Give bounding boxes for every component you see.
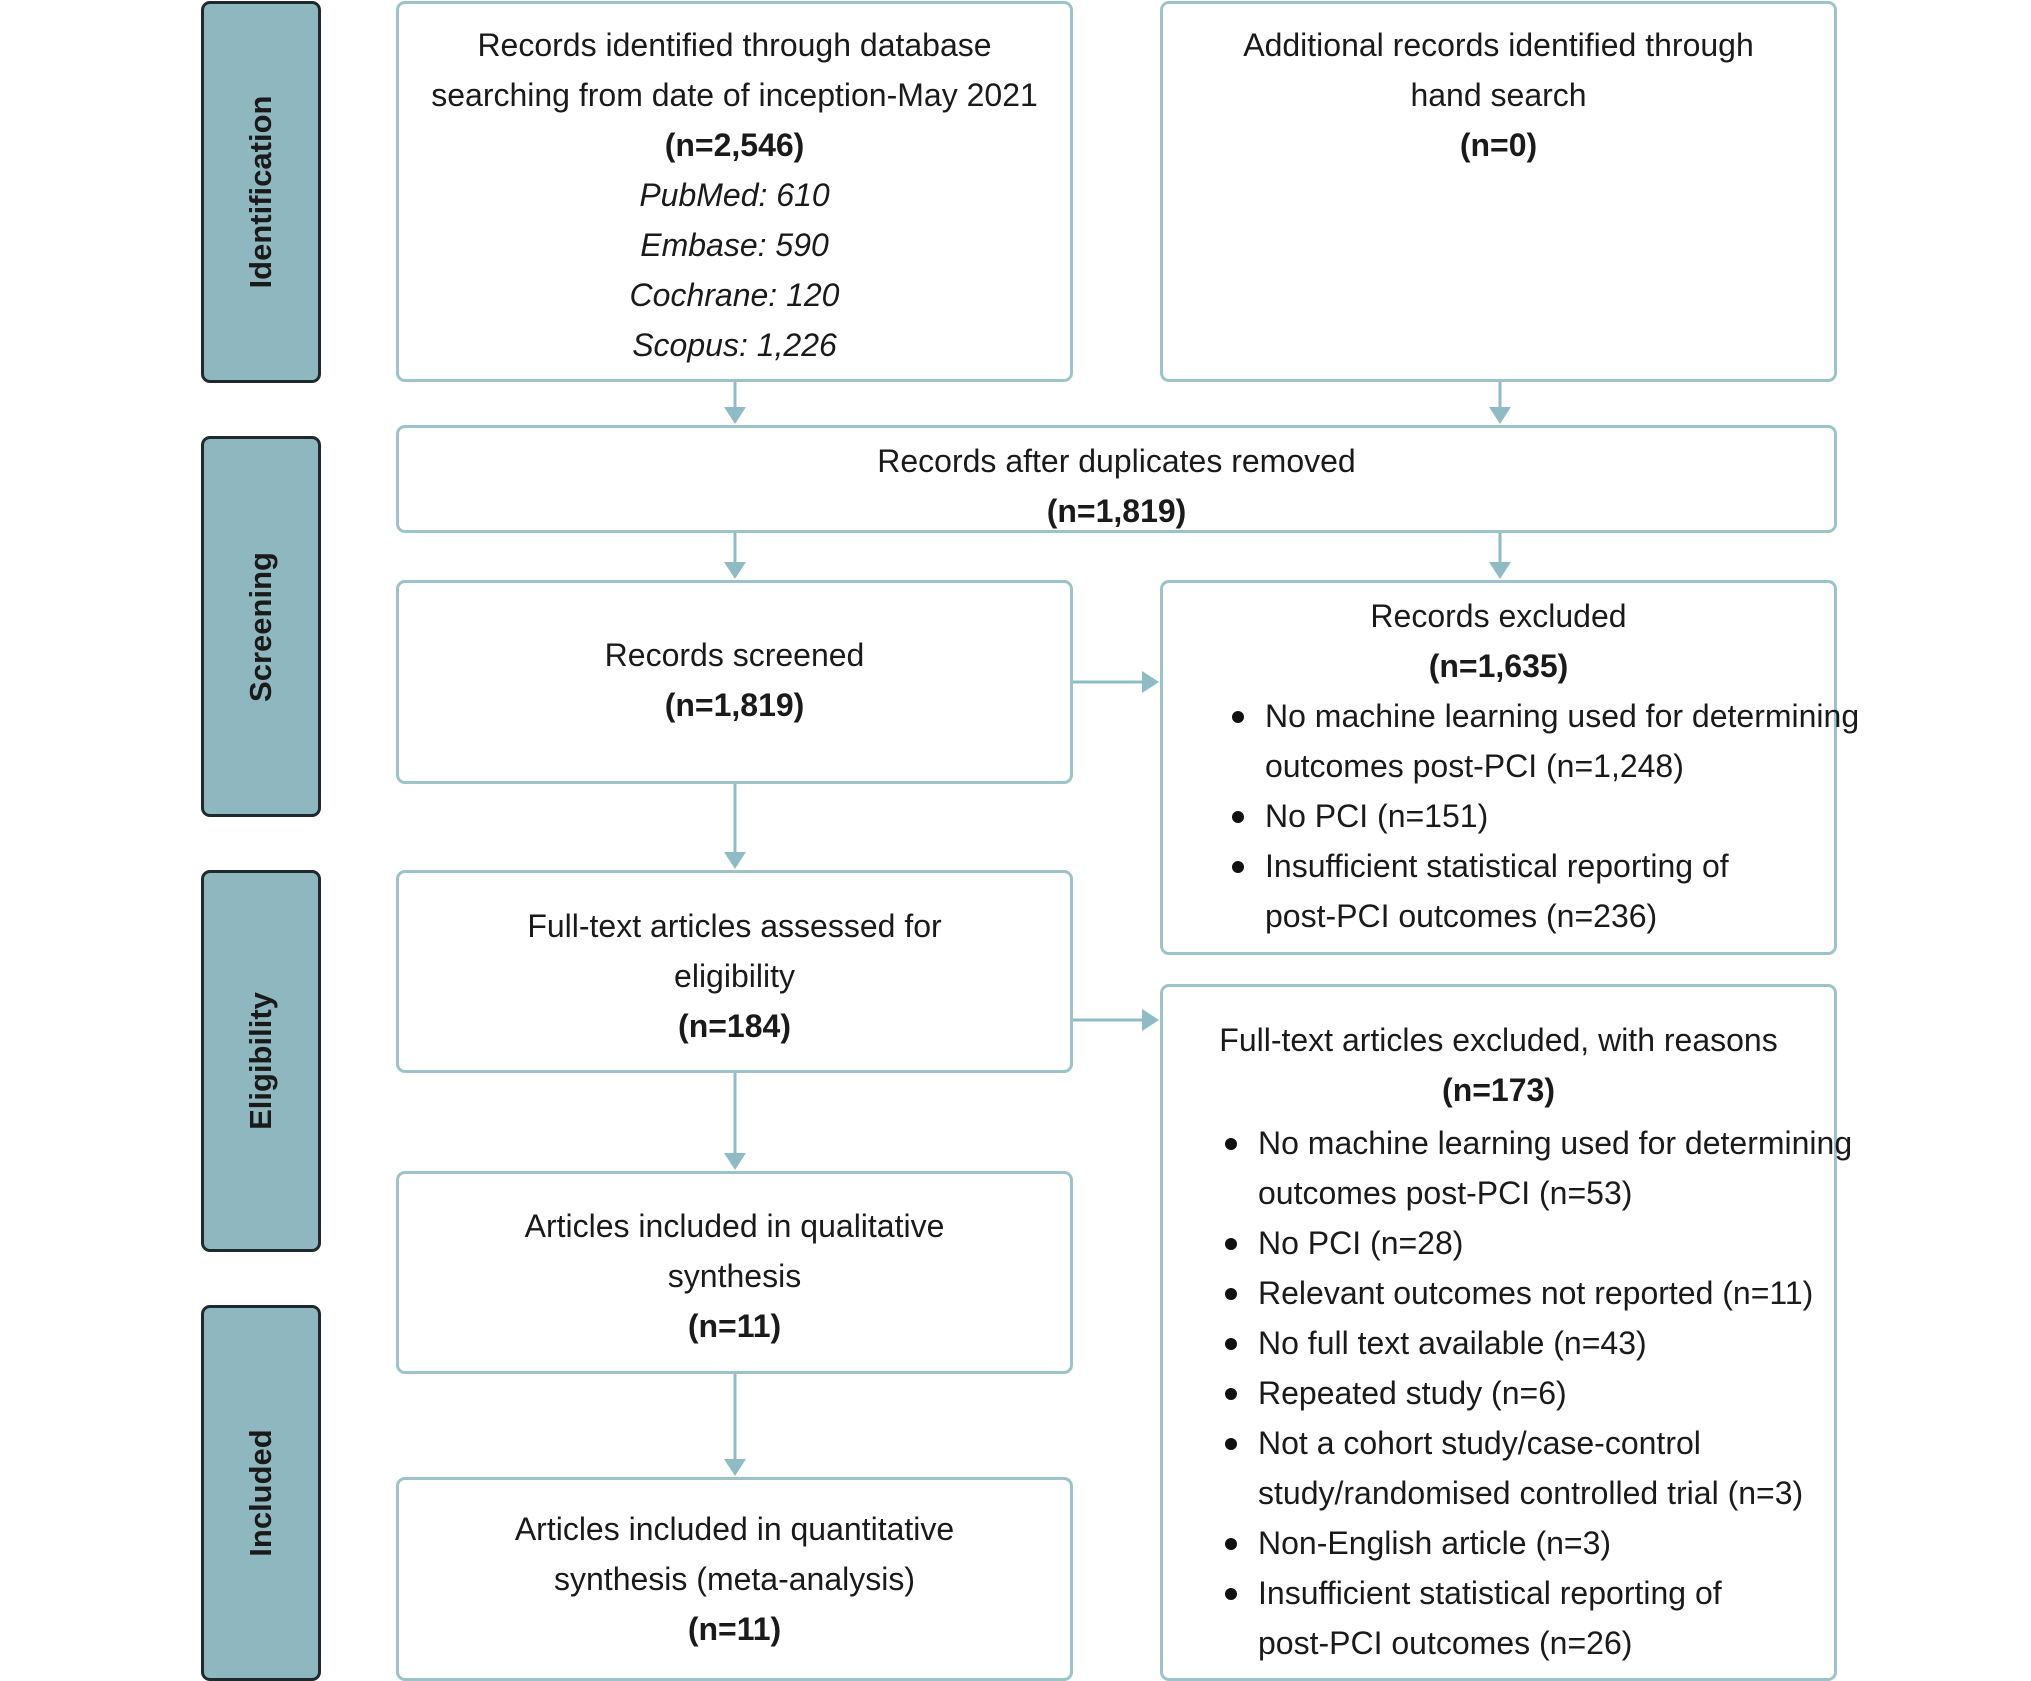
- source-embase: Embase: 590: [640, 227, 829, 263]
- database-search-count: (n=2,546): [664, 127, 805, 163]
- list-item: Insufficient statistical reporting of po…: [1220, 841, 1834, 941]
- hand-search-line2: hand search: [1410, 77, 1587, 113]
- fulltext-excluded-reasons: No machine learning used for determining…: [1213, 1118, 1852, 1668]
- arrow-screened-to-fulltext: [724, 784, 746, 869]
- after-duplicates-box: Records after duplicates removed (n=1,81…: [396, 425, 1837, 533]
- hand-search-box: Additional records identified through ha…: [1160, 1, 1837, 382]
- quantitative-line2: synthesis (meta-analysis): [554, 1561, 915, 1597]
- stage-eligibility: Eligibility: [201, 870, 321, 1252]
- quantitative-count: (n=11): [687, 1611, 782, 1647]
- list-item: Non-English article (n=3): [1213, 1518, 1834, 1568]
- arrow-fulltext-to-excluded: [1073, 1009, 1159, 1031]
- records-excluded-count: (n=1,635): [1428, 648, 1569, 684]
- after-duplicates-count: (n=1,819): [1046, 493, 1187, 529]
- source-cochrane: Cochrane: 120: [629, 277, 840, 313]
- qualitative-count: (n=11): [687, 1308, 782, 1344]
- hand-search-count: (n=0): [1459, 127, 1538, 163]
- records-excluded-title: Records excluded: [1370, 598, 1627, 634]
- list-item: Relevant outcomes not reported (n=11): [1213, 1268, 1834, 1318]
- records-screened-line1: Records screened: [604, 637, 865, 673]
- list-item: No PCI (n=151): [1220, 791, 1834, 841]
- fulltext-assessed-count: (n=184): [678, 1008, 791, 1044]
- fulltext-excluded-title: Full-text articles excluded, with reason…: [1219, 1022, 1778, 1058]
- list-item: No PCI (n=28): [1213, 1218, 1834, 1268]
- fulltext-assessed-box: Full-text articles assessed for eligibil…: [396, 870, 1073, 1073]
- fulltext-assessed-line2: eligibility: [674, 958, 795, 994]
- list-item: No machine learning used for determining…: [1220, 691, 1859, 791]
- arrow-qualitative-to-quantitative: [724, 1374, 746, 1476]
- list-item: Repeated study (n=6): [1213, 1368, 1834, 1418]
- database-search-line2: searching from date of inception-May 202…: [431, 77, 1038, 113]
- records-excluded-reasons: No machine learning used for determining…: [1220, 691, 1859, 941]
- source-scopus: Scopus: 1,226: [632, 327, 837, 363]
- arrow-duplicates-to-excluded: [1489, 533, 1511, 579]
- records-screened-count: (n=1,819): [664, 687, 805, 723]
- stage-screening: Screening: [201, 436, 321, 817]
- list-item: No full text available (n=43): [1213, 1318, 1834, 1368]
- quantitative-synthesis-box: Articles included in quantitative synthe…: [396, 1477, 1073, 1681]
- list-item: Not a cohort study/case-control study/ra…: [1213, 1418, 1834, 1518]
- fulltext-assessed-line1: Full-text articles assessed for: [527, 908, 942, 944]
- arrow-search-to-duplicates: [724, 382, 746, 424]
- records-screened-box: Records screened (n=1,819): [396, 580, 1073, 784]
- arrow-screened-to-excluded: [1073, 671, 1159, 693]
- qualitative-line1: Articles included in qualitative: [524, 1208, 945, 1244]
- qualitative-synthesis-box: Articles included in qualitative synthes…: [396, 1171, 1073, 1374]
- qualitative-line2: synthesis: [667, 1258, 802, 1294]
- database-search-line1: Records identified through database: [477, 27, 992, 63]
- quantitative-line1: Articles included in quantitative: [514, 1511, 955, 1547]
- fulltext-excluded-count: (n=173): [1442, 1072, 1555, 1108]
- arrow-duplicates-to-screened: [724, 533, 746, 579]
- list-item: Insufficient statistical reporting of po…: [1213, 1568, 1834, 1668]
- arrow-fulltext-to-qualitative: [724, 1073, 746, 1170]
- list-item: No machine learning used for determining…: [1213, 1118, 1852, 1218]
- after-duplicates-line1: Records after duplicates removed: [877, 443, 1356, 479]
- records-excluded-box: Records excluded (n=1,635) No machine le…: [1160, 580, 1859, 955]
- fulltext-excluded-box: Full-text articles excluded, with reason…: [1160, 984, 1852, 1681]
- arrow-hand-to-duplicates: [1489, 382, 1511, 424]
- database-search-box: Records identified through database sear…: [396, 1, 1073, 382]
- stage-included: Included: [201, 1305, 321, 1681]
- hand-search-line1: Additional records identified through: [1243, 27, 1754, 63]
- stage-identification: Identification: [201, 1, 321, 383]
- source-pubmed: PubMed: 610: [639, 177, 830, 213]
